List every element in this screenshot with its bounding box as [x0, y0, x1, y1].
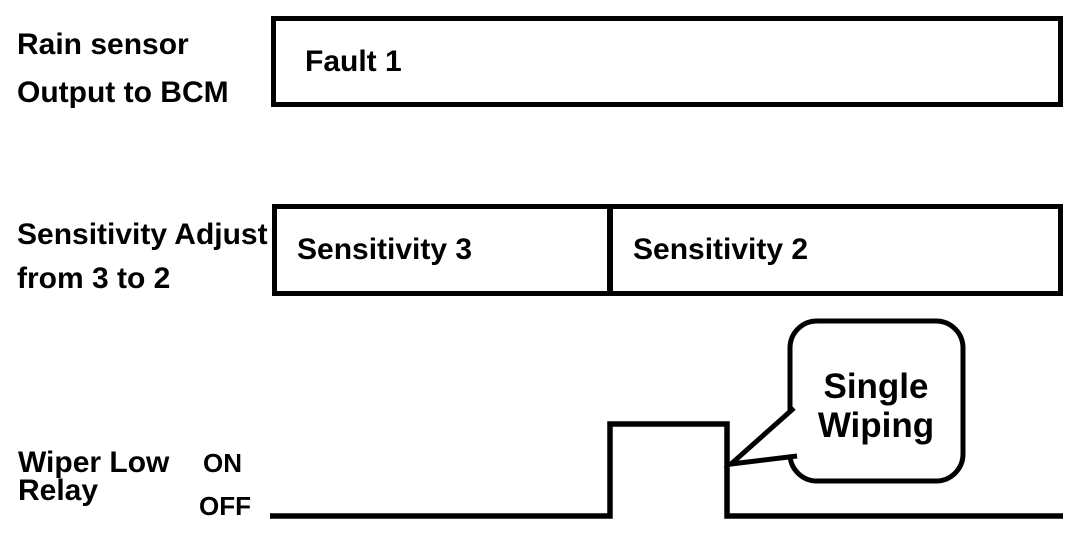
relay-off-label: OFF	[199, 491, 251, 521]
sensitivity-change-divider	[607, 209, 613, 291]
callout-text-line2: Wiping	[818, 406, 934, 445]
sensitivity-signal-box: Sensitivity 3 Sensitivity 2	[272, 204, 1063, 296]
wiper-relay-waveform	[270, 421, 1063, 519]
sensitivity-2-label: Sensitivity 2	[633, 233, 809, 266]
callout-bubble	[787, 318, 966, 484]
sensitivity-3-label: Sensitivity 3	[297, 233, 473, 266]
sensitivity-label-line2: from 3 to 2	[17, 262, 171, 295]
sensitivity-label-line1: Sensitivity Adjust	[17, 218, 268, 251]
wiper-relay-label-line1: Wiper Low	[18, 446, 170, 479]
rain-sensor-label-line1: Rain sensor	[17, 28, 189, 61]
relay-on-label: ON	[203, 448, 242, 478]
rain-sensor-label-line2: Output to BCM	[17, 76, 229, 109]
callout-tail	[723, 406, 798, 468]
wiper-relay-label-line2: Relay	[18, 474, 99, 507]
callout-text-line1: Single	[823, 367, 928, 406]
fault-box-label: Fault 1	[305, 44, 402, 78]
fault-signal-box: Fault 1	[271, 16, 1063, 107]
